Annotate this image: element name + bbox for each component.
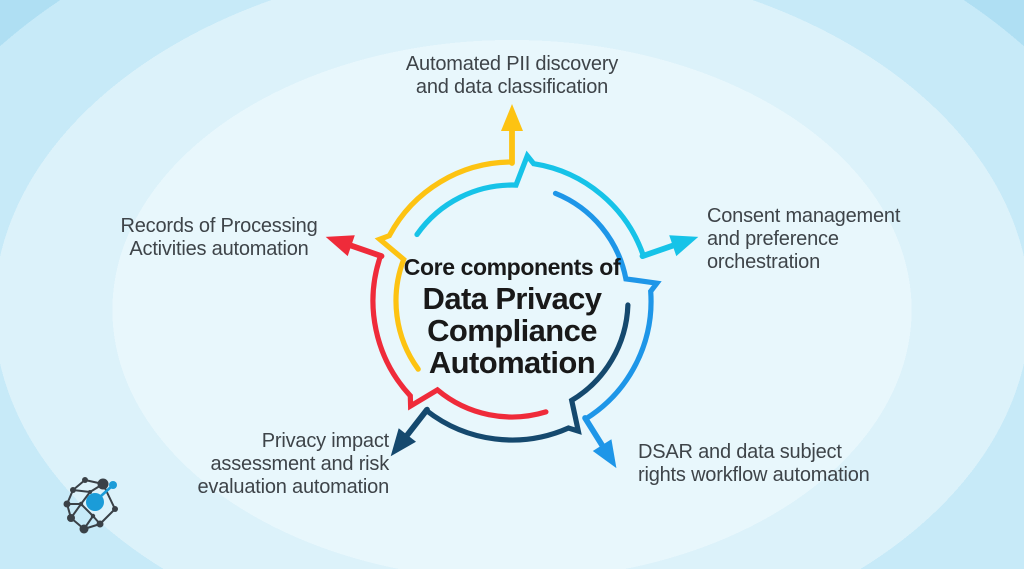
label-privacy-impact: Privacy impact assessment and risk evalu… (129, 430, 390, 499)
label-ropa: Records of Processing Activities automat… (99, 215, 339, 261)
logo-node (63, 500, 71, 508)
center-title: Core components of Data Privacy Complian… (382, 254, 642, 379)
logo-accent-circle (86, 493, 104, 511)
logo-node (112, 506, 118, 512)
ring-segment-privacy-impact (423, 302, 631, 443)
label-line: evaluation automation (197, 476, 390, 498)
logo-node (70, 487, 76, 493)
arrow-shaft-consent-management (639, 241, 681, 260)
logo-node (97, 478, 109, 490)
label-line: Consent management (707, 205, 901, 227)
ring-segment-dsar-workflow (552, 190, 662, 422)
label-line: DSAR and data subject (638, 441, 842, 463)
arrow-head-dsar-workflow (592, 439, 617, 469)
arrow-head-pii-discovery (501, 104, 523, 131)
label-line: and data classification (415, 76, 609, 98)
center-title-line: Automation (428, 345, 596, 380)
label-line: orchestration (707, 251, 821, 273)
label-line: Automated PII discovery (405, 53, 619, 75)
arrow-head-consent-management (669, 235, 699, 257)
ring-segment-pii-discovery (374, 159, 515, 372)
center-title-line: Compliance (427, 313, 597, 348)
label-line: assessment and risk (210, 453, 390, 475)
label-line: Privacy impact (261, 430, 389, 452)
center-title-main: Data Privacy Compliance Automation (382, 283, 642, 379)
label-dsar-workflow: DSAR and data subject rights workflow au… (638, 441, 898, 487)
logo-node (96, 520, 104, 528)
arrow-head-privacy-impact (390, 428, 416, 457)
logo-node (78, 501, 84, 507)
label-line: and preference (707, 228, 839, 250)
label-pii-discovery: Automated PII discovery and data classif… (392, 53, 632, 99)
label-line: Records of Processing (120, 215, 318, 237)
logo-edges (66, 479, 116, 530)
arrow-head-ropa (325, 235, 355, 257)
center-title-line: Data Privacy (422, 281, 603, 316)
label-line: rights workflow automation (638, 464, 870, 486)
label-consent-management: Consent management and preference orches… (707, 205, 937, 274)
ring-segment-consent-management (414, 150, 646, 259)
logo-node (90, 513, 96, 519)
logo-node (82, 477, 88, 483)
arrow-shaft-ropa (343, 241, 385, 260)
label-line: Activities automation (129, 238, 309, 260)
ring-segment-ropa (370, 253, 549, 420)
arrow-shaft-dsar-workflow (582, 415, 608, 453)
logo-accent-dot (109, 481, 117, 489)
logo-node (79, 524, 89, 534)
center-title-kicker: Core components of (403, 254, 621, 280)
arrow-shaft-privacy-impact (401, 406, 430, 442)
logo-node (67, 514, 75, 522)
logo-node (88, 490, 92, 494)
brand-network-logo-icon (63, 477, 118, 534)
